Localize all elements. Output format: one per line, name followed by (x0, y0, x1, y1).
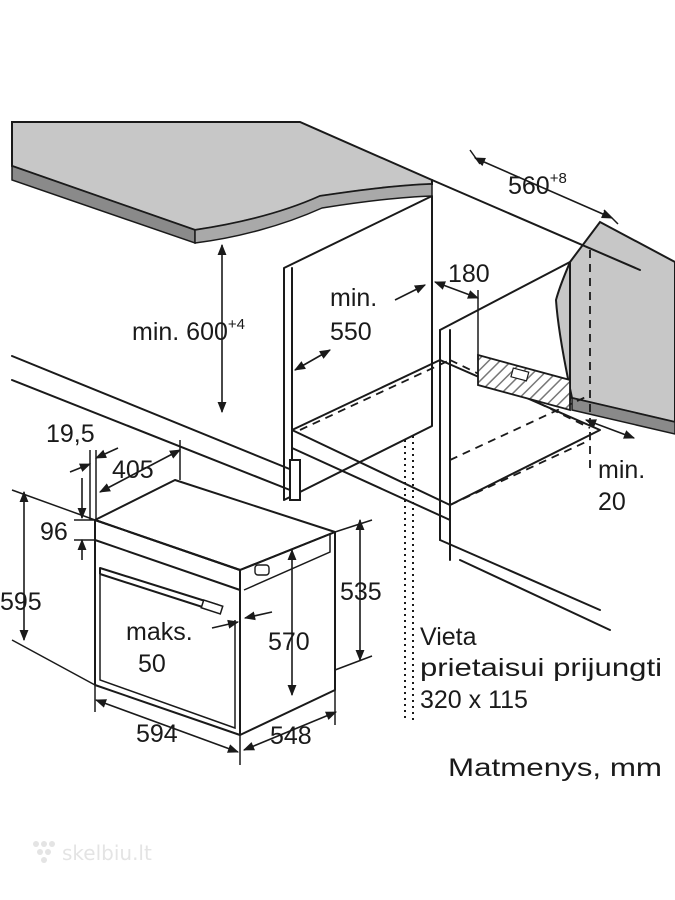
label-min-20-line2: 20 (598, 488, 626, 516)
label-niche-width: 560+8 (508, 170, 567, 200)
label-548: 548 (270, 722, 312, 750)
label-594: 594 (136, 720, 178, 748)
countertop-right (554, 220, 675, 435)
label-405: 405 (112, 456, 154, 484)
dimension-lines (11, 149, 636, 765)
label-570: 570 (268, 628, 310, 656)
label-gap-180: 180 (448, 260, 490, 288)
label-595: 595 (0, 588, 42, 616)
countertop-left (11, 121, 433, 245)
watermark-icon (33, 841, 55, 863)
oven-unit (94, 479, 336, 736)
label-535: 535 (340, 578, 382, 606)
label-maks-line1: maks. (126, 618, 193, 646)
watermark-text: skelbiu.lt (62, 841, 152, 865)
label-96: 96 (40, 518, 68, 546)
label-units: Matmenys, mm (448, 754, 662, 782)
label-vieta-line3: 320 x 115 (420, 686, 528, 714)
label-min-550-line2: 550 (330, 318, 372, 346)
label-min-550-line1: min. (330, 284, 377, 312)
label-maks-line2: 50 (138, 650, 166, 678)
cabinet-niche (11, 179, 641, 720)
label-vieta-line1: Vieta (420, 623, 477, 651)
watermark: skelbiu.lt (33, 841, 152, 865)
label-min-20-line1: min. (598, 456, 645, 484)
label-19-5: 19,5 (46, 420, 95, 448)
label-vieta-line2: prietaisui prijungti (420, 654, 662, 682)
label-min-600: min. 600+4 (132, 316, 245, 346)
